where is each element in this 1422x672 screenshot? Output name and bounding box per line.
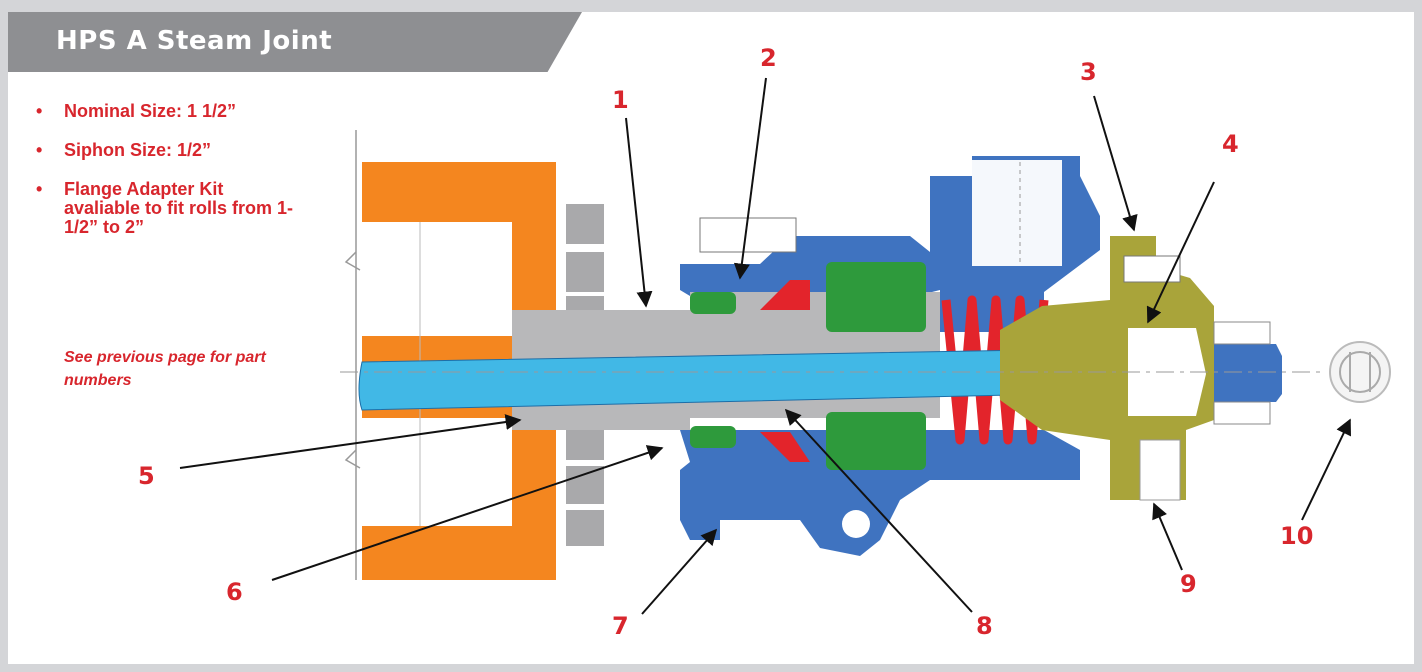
callout-label: 9 — [1180, 570, 1197, 598]
callout-label: 8 — [976, 612, 993, 640]
spec-text: Flange Adapter Kit avaliable to fit roll… — [64, 179, 294, 237]
callout-label: 5 — [138, 462, 155, 490]
end-view-coupling — [1329, 341, 1391, 403]
page-title: HPS A Steam Joint — [56, 26, 333, 56]
callout-label: 10 — [1280, 522, 1314, 550]
spec-item: • Flange Adapter Kit avaliable to fit rol… — [36, 180, 296, 237]
bullet-icon: • — [36, 140, 43, 160]
callout-label: 2 — [760, 44, 777, 72]
housing-lug-hole — [842, 510, 870, 538]
callout-label: 3 — [1080, 58, 1097, 86]
part-numbers-note: See previous page for part numbers — [64, 349, 266, 389]
carbon-seals — [690, 262, 926, 470]
flange-upper-face — [362, 222, 512, 336]
spec-text: Siphon Size: 1/2” — [64, 140, 212, 160]
spec-item: • Siphon Size: 1/2” — [36, 141, 296, 160]
bullet-icon: • — [36, 179, 43, 199]
callout-label: 7 — [612, 612, 629, 640]
bullet-icon: • — [36, 101, 43, 121]
callout-label: 1 — [612, 86, 629, 114]
roll-wall — [344, 130, 361, 580]
callout-label: 4 — [1222, 130, 1239, 158]
siphon-fitting — [1000, 236, 1214, 500]
spec-list: • Nominal Size: 1 1/2” • Siphon Size: 1/2”… — [36, 102, 296, 257]
housing-lower — [680, 430, 1080, 556]
callout-leaders — [179, 77, 1351, 615]
spec-item: • Nominal Size: 1 1/2” — [36, 102, 296, 121]
title-banner: HPS A Steam Joint — [8, 12, 582, 72]
flange-lower-face — [362, 418, 512, 526]
seal-ring — [760, 280, 810, 462]
callout-label: 6 — [226, 578, 243, 606]
spec-text: Nominal Size: 1 1/2” — [64, 101, 237, 121]
end-cap — [1214, 344, 1282, 402]
